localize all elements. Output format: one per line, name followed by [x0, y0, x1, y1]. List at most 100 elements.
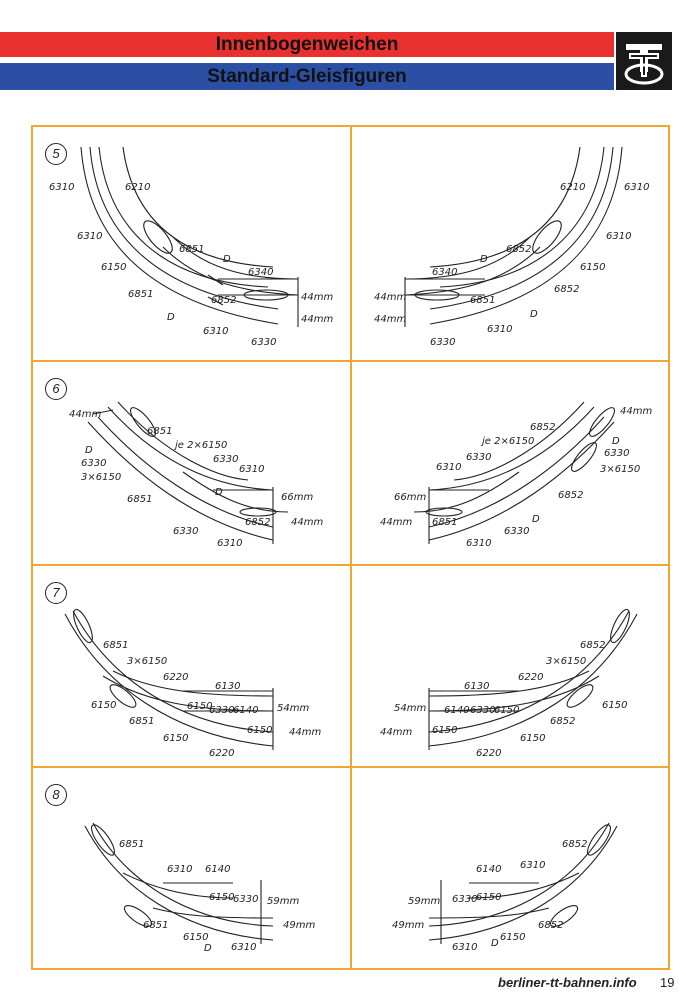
label: 6852	[580, 640, 605, 651]
label: D	[204, 943, 212, 954]
label: 44mm	[301, 292, 333, 303]
label: D	[612, 436, 620, 447]
figure-number: 7	[45, 582, 67, 604]
label: 59mm	[267, 896, 299, 907]
label: 6310	[466, 538, 491, 549]
tt-logo-icon	[616, 32, 672, 90]
label: 6330	[173, 526, 198, 537]
header-stripe-red	[0, 32, 614, 57]
label: D	[532, 514, 540, 525]
label: 6150	[602, 700, 627, 711]
label: 6140	[444, 705, 469, 716]
label: 6851	[432, 517, 457, 528]
label: 59mm	[408, 896, 440, 907]
page-subtitle: Standard-Gleisfiguren	[207, 66, 407, 87]
label: 6852	[245, 517, 270, 528]
label: D	[223, 254, 231, 265]
label: 6330	[470, 705, 495, 716]
label: 44mm	[291, 517, 323, 528]
label: 6220	[209, 748, 234, 759]
label: 6852	[558, 490, 583, 501]
label: 49mm	[392, 920, 424, 931]
label: 6851	[128, 289, 153, 300]
label: 3×6150	[600, 464, 640, 475]
label: 6310	[203, 326, 228, 337]
label: 6150	[187, 701, 212, 712]
grid-divider-row-3	[33, 766, 668, 768]
label: 6310	[217, 538, 242, 549]
panel-8-left: 6851 6310 6140 6150 6330 59mm 6851 49mm …	[33, 768, 350, 968]
label: 6851	[129, 716, 154, 727]
header-stripe-blue	[0, 63, 614, 90]
label: 6310	[487, 324, 512, 335]
label: 6852	[506, 244, 531, 255]
label: 6220	[163, 672, 188, 683]
label: 6340	[432, 267, 457, 278]
label: 6340	[248, 267, 273, 278]
panel-7-left: 6851 3×6150 6220 6130 6150 6150 6330 614…	[33, 566, 350, 766]
label: 44mm	[69, 409, 101, 420]
label: 66mm	[281, 492, 313, 503]
label: 6330	[604, 448, 629, 459]
label: 6852	[538, 920, 563, 931]
label: 66mm	[394, 492, 426, 503]
label: D	[491, 938, 499, 949]
label: 6220	[476, 748, 501, 759]
label: 6150	[101, 262, 126, 273]
label: 6851	[147, 426, 172, 437]
label: D	[85, 445, 93, 456]
label: 6310	[231, 942, 256, 953]
label: 6310	[167, 864, 192, 875]
label: 6852	[554, 284, 579, 295]
label: 6310	[520, 860, 545, 871]
label: 44mm	[289, 727, 321, 738]
label: 6150	[500, 932, 525, 943]
label: 3×6150	[546, 656, 586, 667]
label: 6130	[215, 681, 240, 692]
label: 6852	[562, 839, 587, 850]
panel-5-right: 6210 6310 6310 6852 D 6150 6340 6852 44m…	[352, 127, 668, 360]
page-header: Innenbogenweichen Standard-Gleisfiguren	[0, 32, 614, 92]
label: 6140	[233, 705, 258, 716]
grid-divider-row-1	[33, 360, 668, 362]
label: 6330	[466, 452, 491, 463]
label: D	[167, 312, 175, 323]
label: 6330	[233, 894, 258, 905]
label: 6330	[452, 894, 477, 905]
figure-number: 5	[45, 143, 67, 165]
label: 6852	[550, 716, 575, 727]
panel-6-right: 44mm 6852 D je 2×6150 6330 6310 6330 3×6…	[352, 362, 668, 564]
label: 6150	[91, 700, 116, 711]
label: je 2×6150	[480, 436, 534, 447]
label: 54mm	[277, 703, 309, 714]
label: 6851	[103, 640, 128, 651]
label: 6851	[470, 295, 495, 306]
panel-8-right: 6852 6140 6310 59mm 6330 6150 6852 49mm …	[352, 768, 668, 968]
label: 6150	[209, 892, 234, 903]
label: 3×6150	[127, 656, 167, 667]
panel-6-left: 44mm 6851 D 6330 3×6150 je 2×6150 6330 6…	[33, 362, 350, 564]
label: 6330	[81, 458, 106, 469]
diagram-grid: 6310 6210 6310 6851 6150 D 6340 6851 685…	[31, 125, 670, 970]
label: 6851	[143, 920, 168, 931]
label: 6310	[452, 942, 477, 953]
label: 6150	[183, 932, 208, 943]
label: 6150	[432, 725, 457, 736]
label: 6140	[205, 864, 230, 875]
page-title: Innenbogenweichen	[215, 34, 399, 55]
label: D	[215, 487, 223, 498]
label: 6150	[520, 733, 545, 744]
label: 6851	[127, 494, 152, 505]
label: 6150	[476, 892, 501, 903]
label: 44mm	[301, 314, 333, 325]
label: 44mm	[374, 292, 406, 303]
label: 44mm	[374, 314, 406, 325]
label: 6851	[179, 244, 204, 255]
figure-number: 6	[45, 378, 67, 400]
label: 6130	[464, 681, 489, 692]
label: 6330	[251, 337, 276, 348]
label: 6150	[580, 262, 605, 273]
label: 6310	[436, 462, 461, 473]
label: 6310	[77, 231, 102, 242]
label: 6330	[430, 337, 455, 348]
